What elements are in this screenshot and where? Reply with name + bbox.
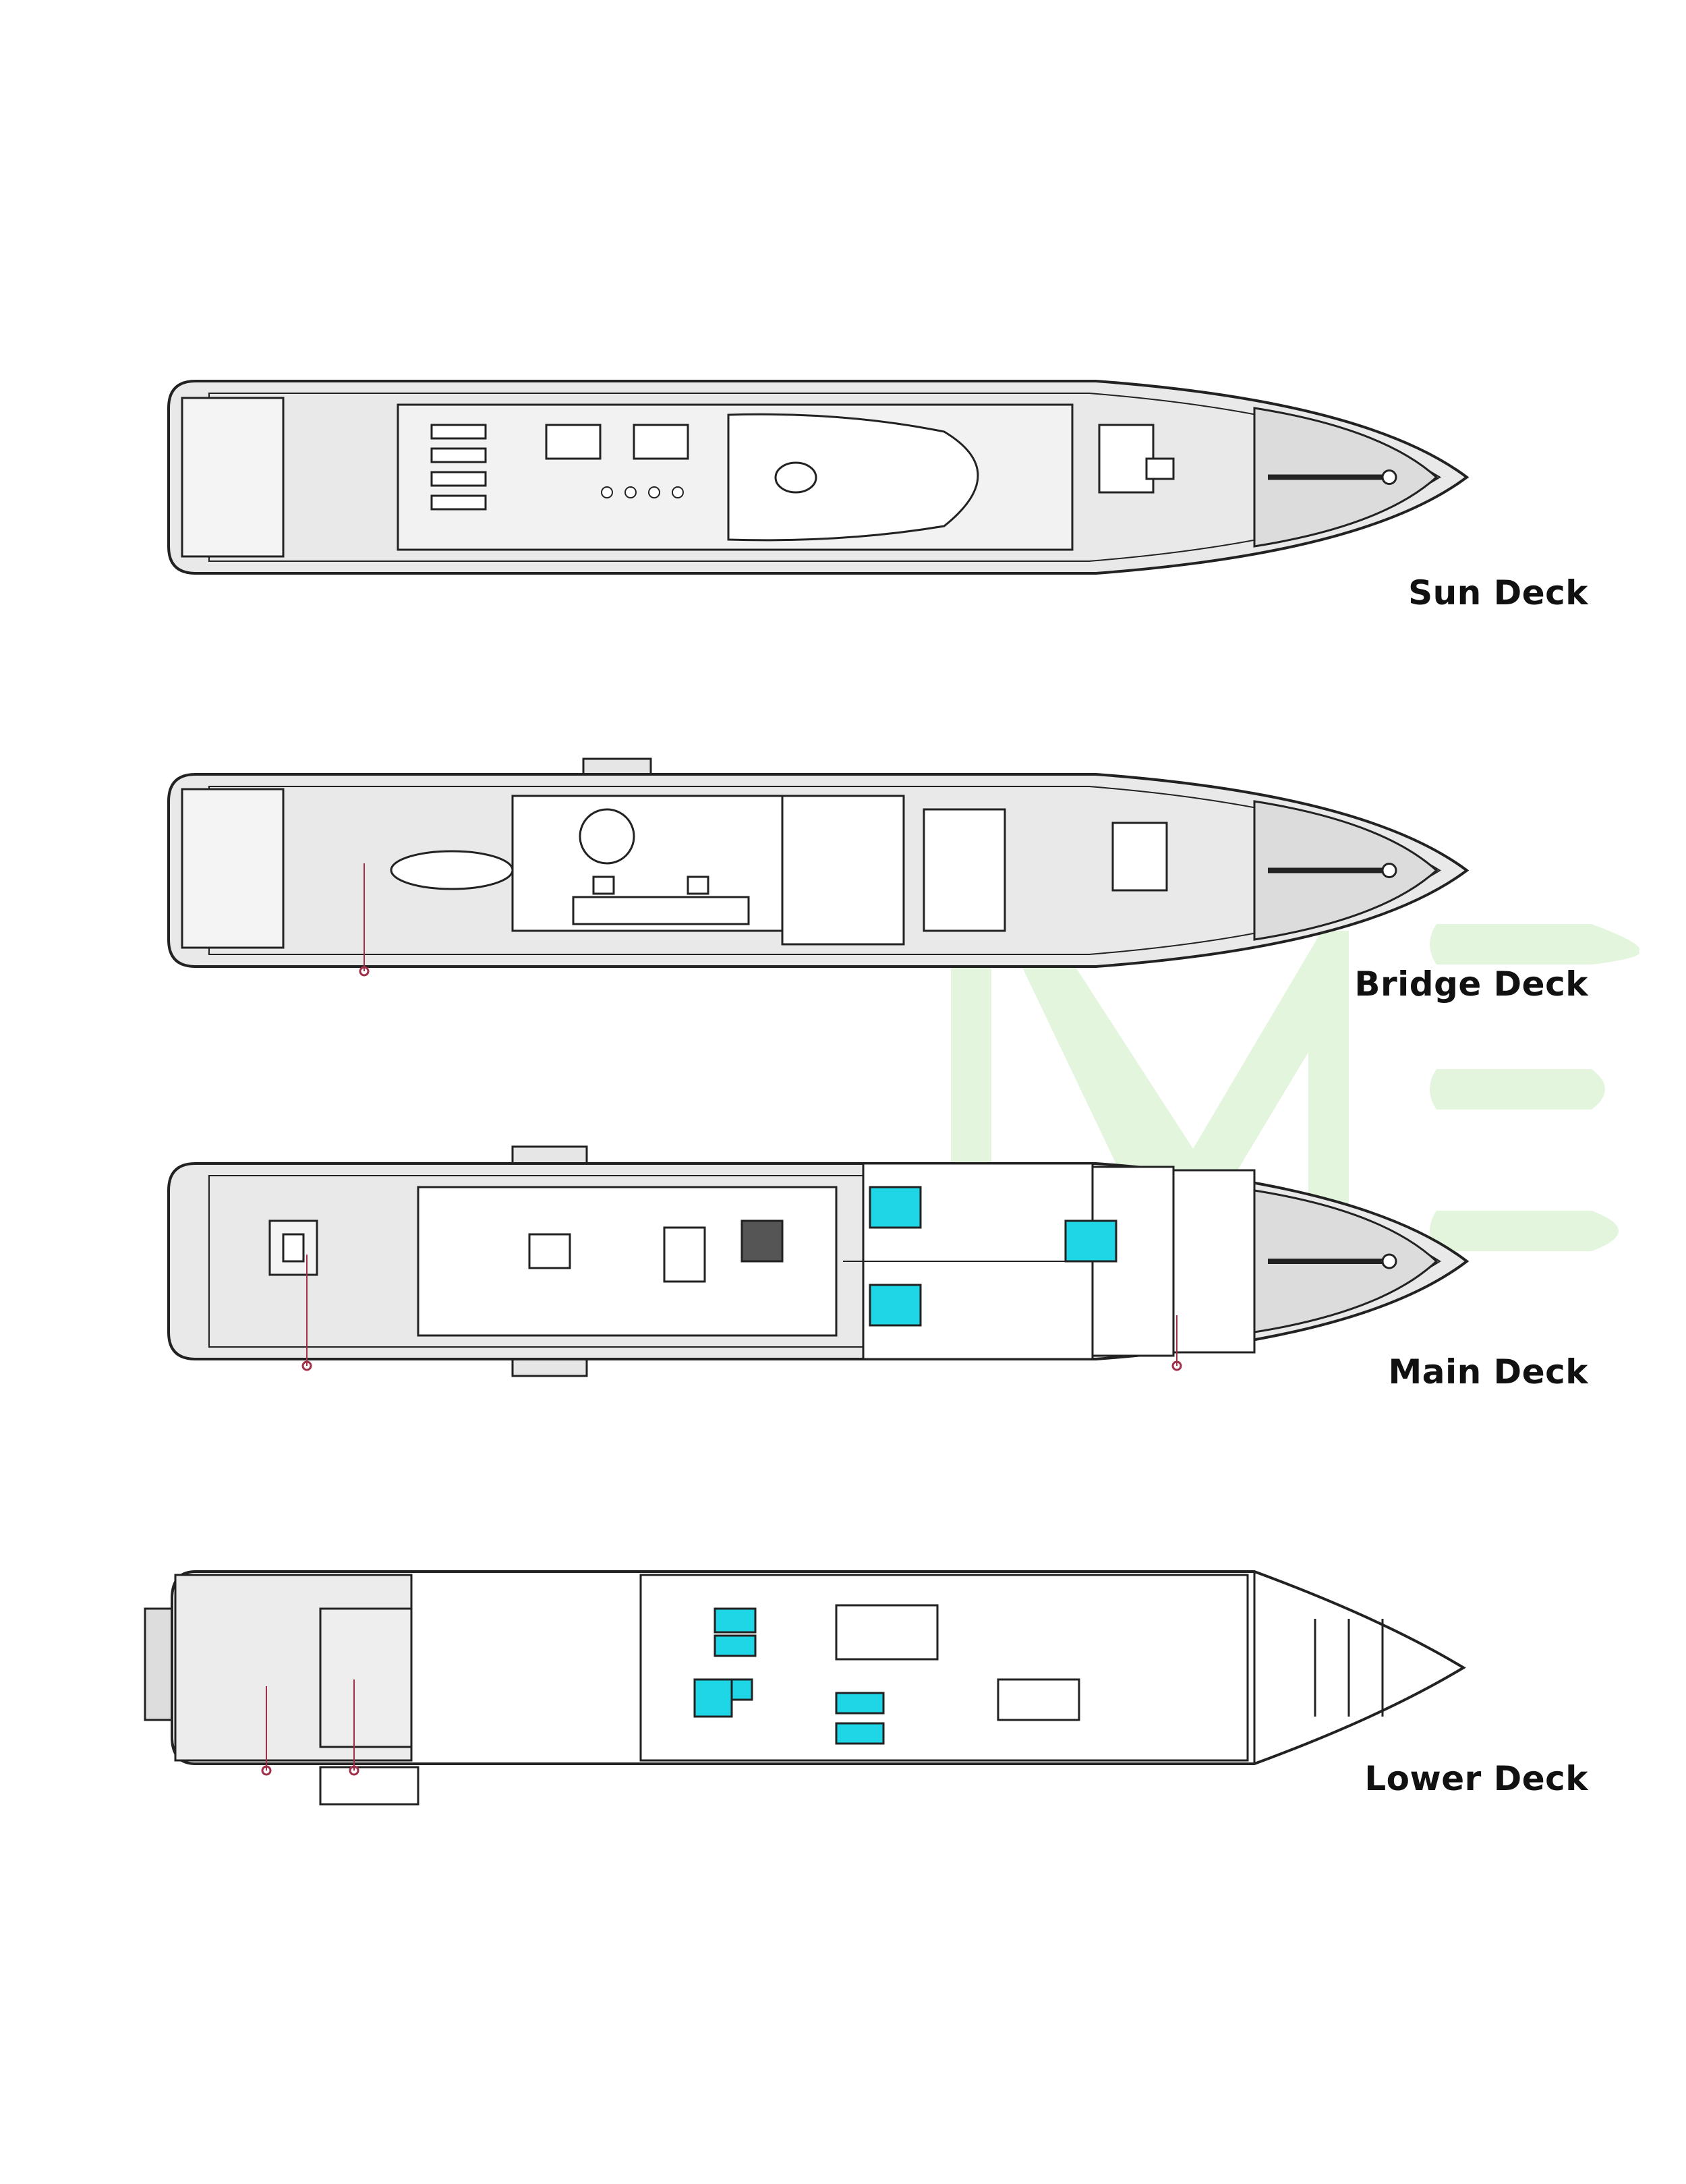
jacuzzi xyxy=(774,461,817,494)
deck-edge xyxy=(208,393,1441,562)
tender-davit xyxy=(582,757,652,777)
lower-deck xyxy=(144,1570,1466,1806)
lower-room xyxy=(997,1678,1080,1721)
helipad xyxy=(282,1233,305,1263)
lower-deck-label: Lower Deck xyxy=(1364,1759,1588,1798)
sun-deck xyxy=(167,380,1470,575)
section-marker xyxy=(261,1765,272,1776)
section-marker xyxy=(1171,1360,1182,1371)
deck-furniture xyxy=(430,424,487,440)
section-marker xyxy=(301,1360,312,1371)
deck-furniture xyxy=(528,1233,571,1269)
lower-room xyxy=(319,1607,413,1748)
stool xyxy=(672,486,684,498)
deck-furniture xyxy=(687,875,709,895)
section-marker xyxy=(359,966,370,977)
deck-edge xyxy=(208,786,1441,955)
tender-davit xyxy=(511,1145,588,1165)
dining-table xyxy=(390,850,514,890)
lower-room xyxy=(639,1574,1249,1762)
cabin-bed xyxy=(835,1722,885,1745)
main-deck xyxy=(167,1145,1470,1377)
deck-furniture xyxy=(430,494,487,511)
sun-pad xyxy=(727,413,979,542)
stool xyxy=(648,486,660,498)
sun-deck-label: Sun Deck xyxy=(1408,573,1588,612)
deck-furniture xyxy=(572,896,750,925)
cabin-bed xyxy=(714,1634,757,1657)
cabin-bed xyxy=(730,1678,753,1701)
bridge-deck-label: Bridge Deck xyxy=(1354,965,1588,1004)
capstan xyxy=(1381,469,1397,485)
bridge-deck xyxy=(167,757,1470,977)
main-deck-label: Main Deck xyxy=(1388,1352,1588,1391)
cabin-bed xyxy=(714,1607,757,1634)
deck-furniture xyxy=(592,875,615,895)
bridge-room xyxy=(181,788,285,949)
tender-davit xyxy=(511,1358,588,1377)
deck-furniture xyxy=(633,424,689,460)
cabin-bed xyxy=(693,1678,733,1718)
deck-furniture xyxy=(740,1219,784,1263)
cabin-bed xyxy=(835,1692,885,1715)
cabin-bed xyxy=(869,1186,922,1229)
deck-furniture xyxy=(1111,822,1168,892)
capstan xyxy=(1381,863,1397,878)
section-marker xyxy=(349,1765,359,1776)
deck-furniture xyxy=(663,1226,706,1283)
cabin-bed xyxy=(1064,1219,1117,1263)
cabin-bed xyxy=(869,1284,922,1327)
deck-furniture xyxy=(1098,424,1155,494)
deck-furniture xyxy=(181,397,285,558)
deck-furniture xyxy=(430,447,487,463)
deck-furniture xyxy=(545,424,602,460)
round-table xyxy=(579,808,635,865)
deck-furniture xyxy=(1145,457,1175,480)
stool xyxy=(601,486,613,498)
main-room xyxy=(1172,1169,1256,1354)
bridge-room xyxy=(923,808,1006,932)
stool xyxy=(624,486,637,498)
capstan xyxy=(1381,1253,1397,1269)
lower-room xyxy=(835,1604,939,1661)
deck-furniture xyxy=(430,471,487,487)
bridge-room xyxy=(781,795,905,946)
lower-room xyxy=(319,1766,419,1806)
